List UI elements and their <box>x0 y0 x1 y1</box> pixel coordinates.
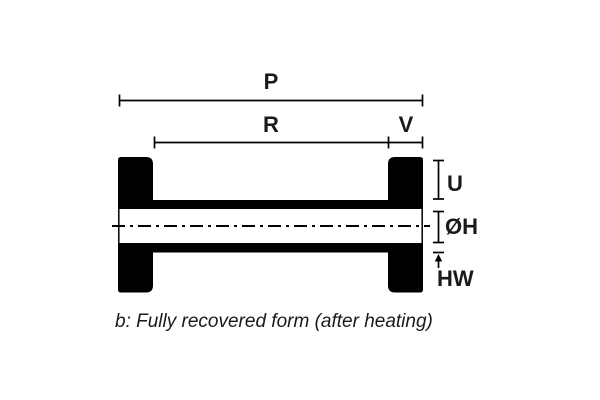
flange-lower-right <box>388 243 423 293</box>
dim-u-label: U <box>447 171 463 196</box>
dim-v-label: V <box>399 112 414 137</box>
dimension-lines <box>118 94 444 268</box>
dim-diameter-h-label: ØH <box>445 214 478 239</box>
dim-u <box>433 159 444 200</box>
diagram-caption: b: Fully recovered form (after heating) <box>115 311 433 332</box>
dim-hw-label: HW <box>437 266 474 291</box>
dim-diameter-h <box>433 210 444 244</box>
part-cross-section <box>118 157 423 293</box>
dim-hw-arrowhead <box>434 254 443 262</box>
flange-upper-left <box>118 157 153 209</box>
dim-hw <box>433 251 444 268</box>
tube-wall-bottom <box>118 243 423 253</box>
flange-upper-right <box>388 157 423 209</box>
dim-r-v <box>153 136 424 149</box>
flange-lower-left <box>118 243 153 293</box>
dim-r-label: R <box>263 112 279 137</box>
dim-p <box>118 94 424 107</box>
dim-p-label: P <box>264 69 279 94</box>
tube-wall-top <box>118 200 423 209</box>
